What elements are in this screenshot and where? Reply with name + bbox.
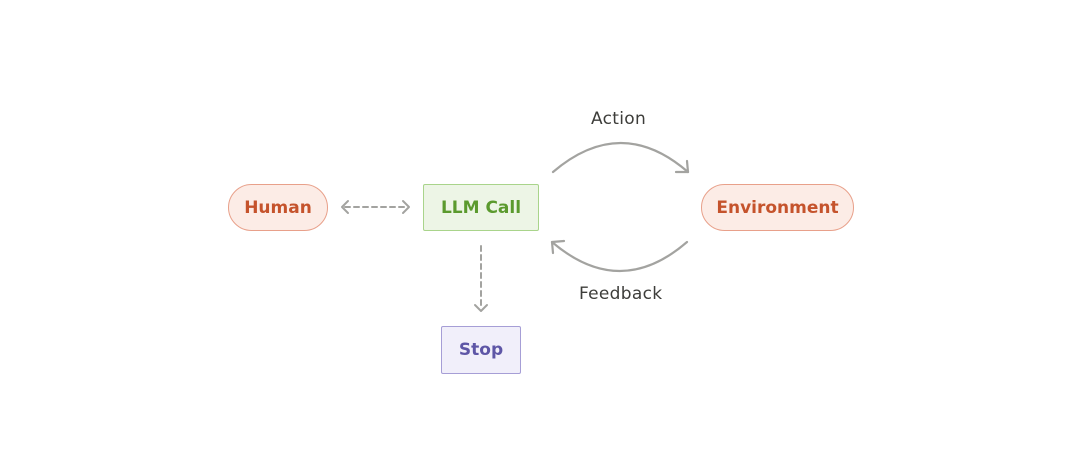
human-node: Human [228, 184, 328, 231]
human-llm-dashed-arrow [341, 200, 410, 214]
llm-stop-dashed-arrow [474, 245, 488, 312]
environment-node: Environment [701, 184, 854, 231]
human-node-label: Human [244, 197, 312, 218]
llm-call-node: LLM Call [423, 184, 539, 231]
action-edge-label: Action [591, 109, 647, 129]
stop-node-label: Stop [458, 340, 504, 360]
environment-node-label: Environment [716, 197, 839, 218]
feedback-arrow [550, 239, 689, 272]
feedback-edge-label: Feedback [579, 284, 663, 304]
stop-node: Stop [441, 326, 521, 374]
action-arrow [551, 142, 690, 174]
llm-call-node-label: LLM Call [440, 197, 522, 218]
